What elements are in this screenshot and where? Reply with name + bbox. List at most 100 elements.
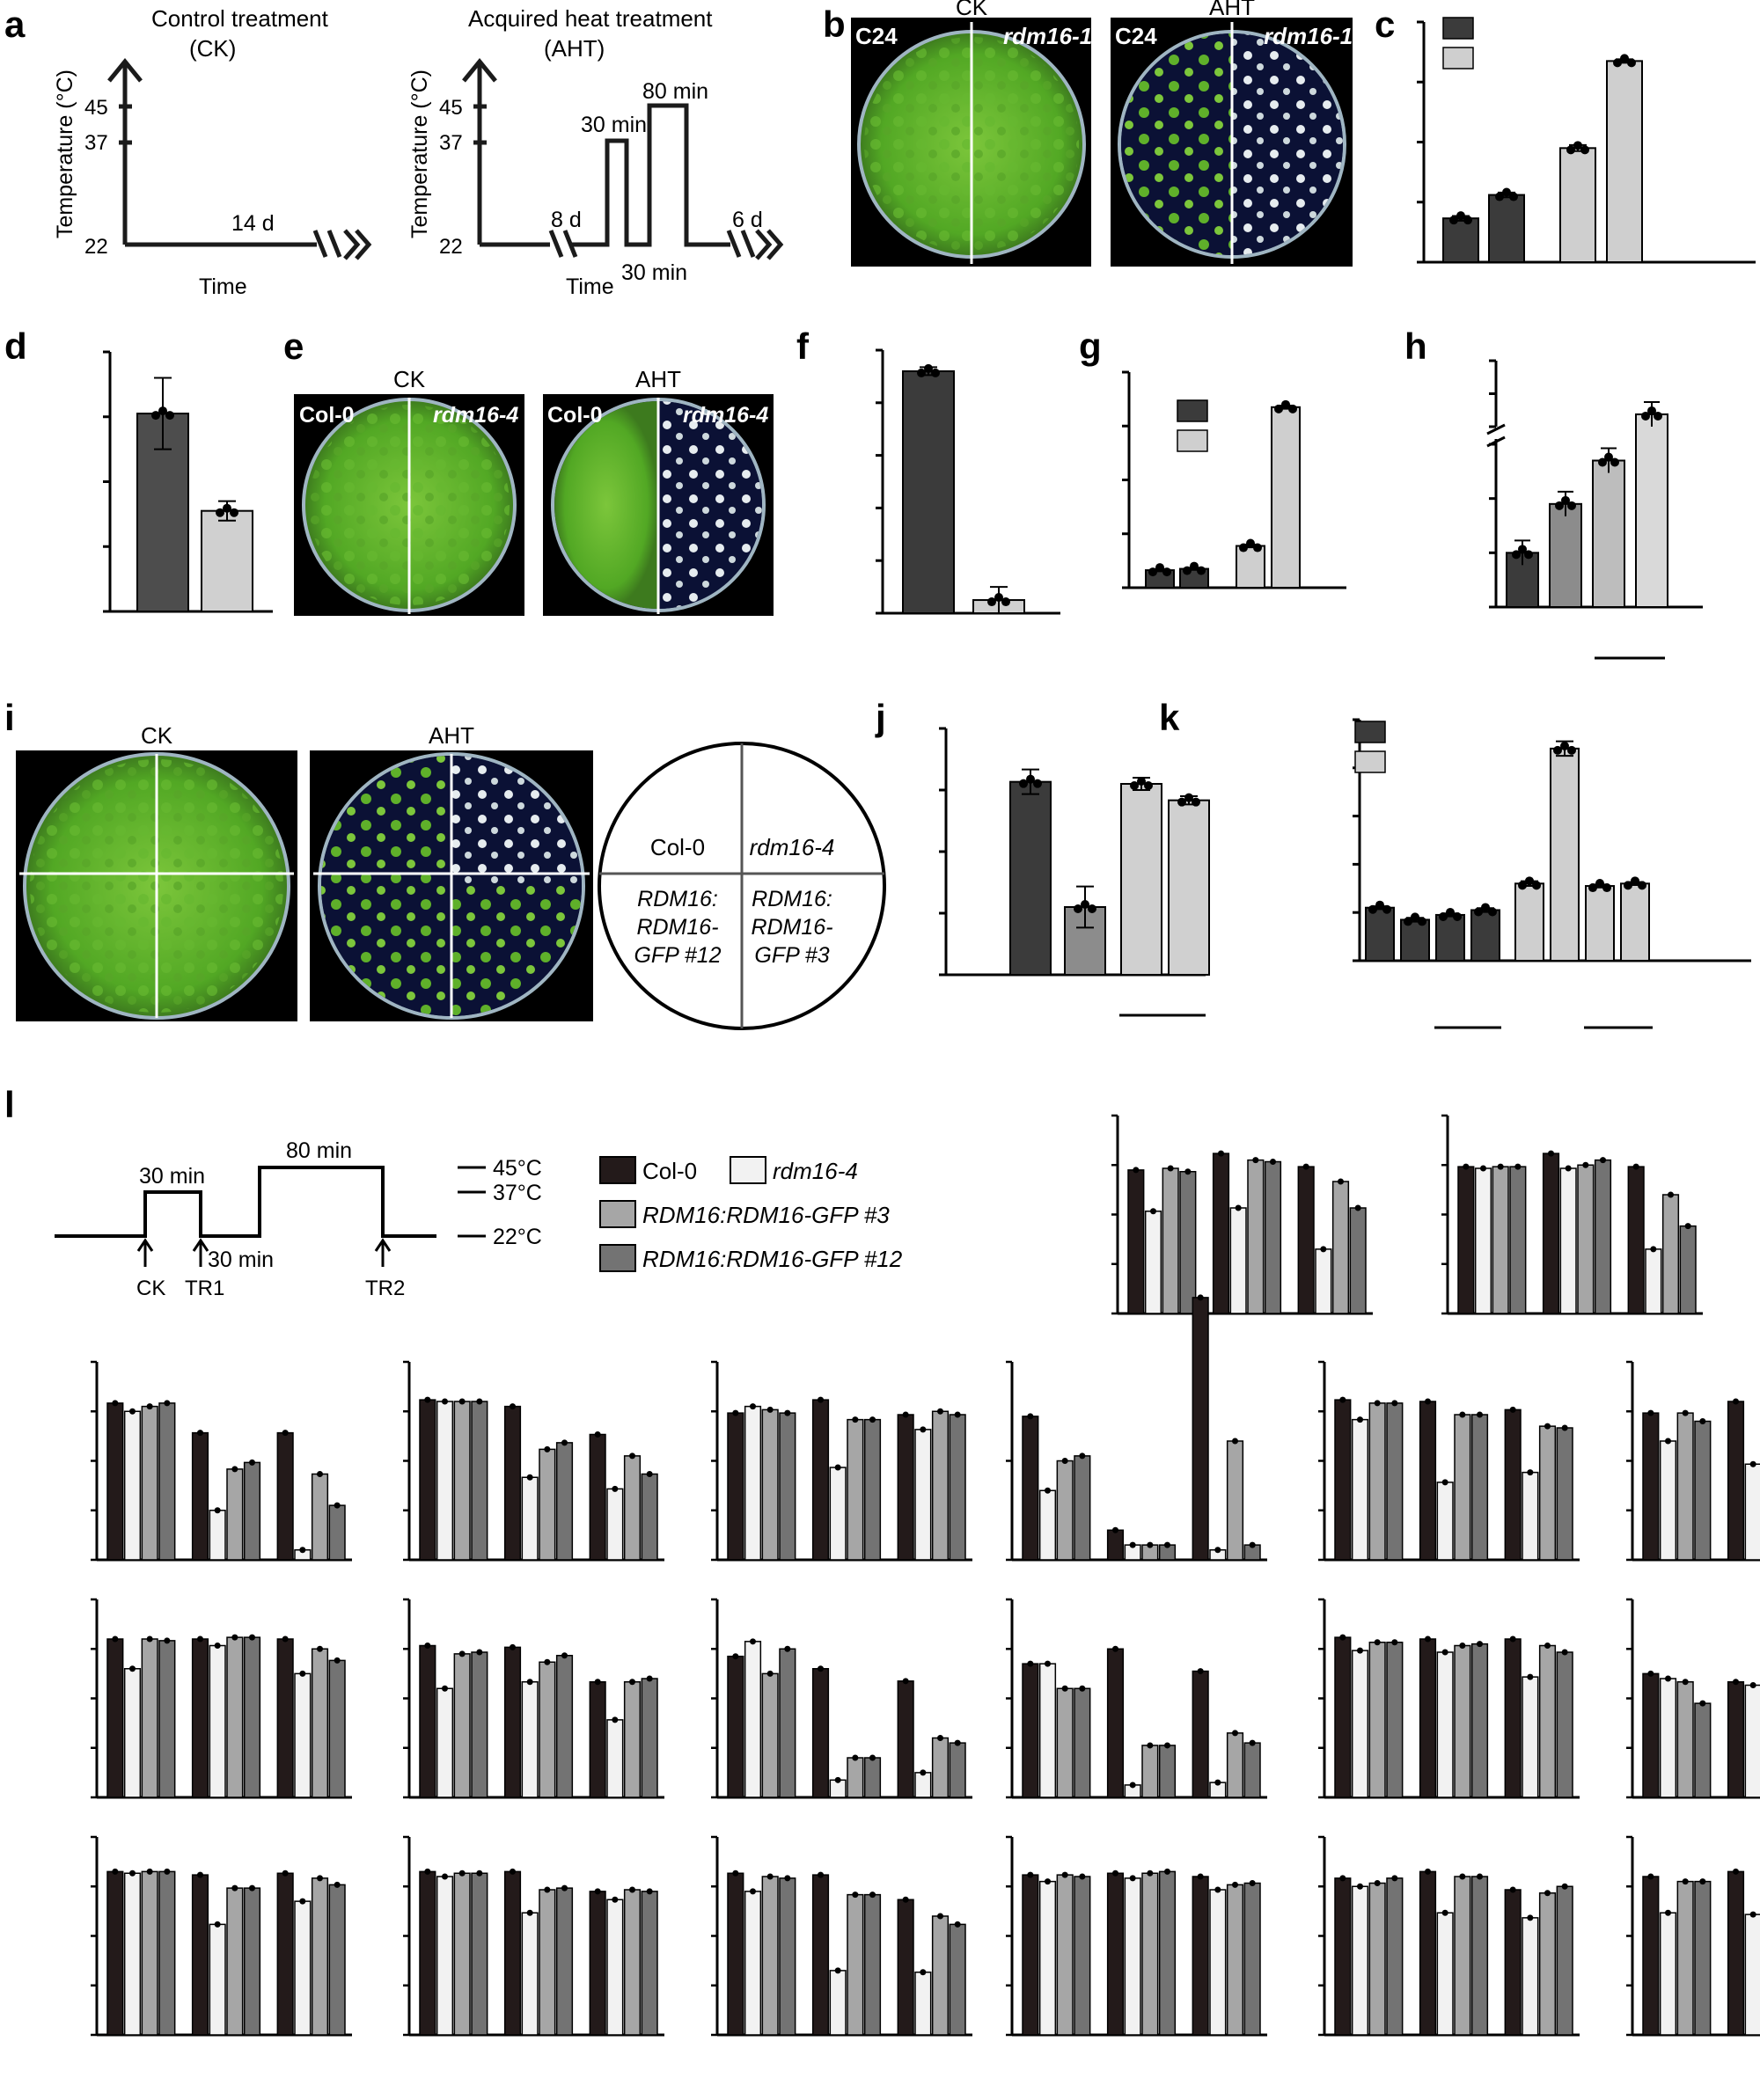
bar xyxy=(503,1405,522,1561)
scheme-37: 37°C xyxy=(493,1181,542,1205)
e-ck: CK xyxy=(393,366,426,392)
data-point xyxy=(510,1403,516,1410)
bar xyxy=(1642,1672,1660,1798)
bar xyxy=(1351,1650,1369,1798)
bar xyxy=(539,1448,556,1561)
bar xyxy=(931,1915,950,2036)
bar xyxy=(811,1668,830,1798)
bar xyxy=(1504,1889,1522,2036)
panel-label-j: j xyxy=(875,697,886,738)
data-point xyxy=(1391,1875,1398,1882)
bar xyxy=(158,1870,176,2036)
i-key-q3c: GFP #12 xyxy=(634,943,721,968)
bar xyxy=(1744,1913,1760,2036)
data-point xyxy=(1600,1157,1606,1164)
data-point xyxy=(561,1652,568,1659)
data-point xyxy=(1668,1191,1674,1198)
data-point xyxy=(1449,216,1458,225)
bar xyxy=(1457,1166,1475,1314)
i-key-q4b: RDM16- xyxy=(751,915,832,940)
e-aht: AHT xyxy=(635,366,681,392)
data-point xyxy=(1239,543,1248,552)
legend-swatch xyxy=(1177,429,1208,452)
data-point xyxy=(1555,501,1564,510)
data-point xyxy=(1459,1411,1466,1418)
bar xyxy=(1606,60,1643,263)
bar xyxy=(1549,502,1582,608)
data-point xyxy=(317,1471,323,1477)
data-point xyxy=(1477,1641,1483,1648)
data-point xyxy=(1112,1645,1118,1652)
gene-chart-hsfa3 xyxy=(1006,1294,1267,1562)
legend-swatch-12 xyxy=(599,1244,636,1272)
data-point xyxy=(920,1969,927,1976)
data-point xyxy=(1439,911,1448,921)
bar xyxy=(276,1638,294,1798)
ctrl-y37: 37 xyxy=(84,131,108,155)
chart-f xyxy=(876,348,1060,615)
bar xyxy=(1635,413,1668,608)
data-point xyxy=(1183,566,1192,575)
chart-h xyxy=(1486,359,1703,660)
bar xyxy=(191,1638,209,1798)
data-point xyxy=(424,1868,431,1875)
data-point xyxy=(732,1653,739,1660)
data-point xyxy=(1147,1870,1154,1877)
bar xyxy=(539,1661,556,1798)
bar xyxy=(641,1678,658,1798)
b-ck-right: rdm16-1 xyxy=(1003,23,1092,49)
data-point xyxy=(1561,1424,1568,1431)
data-point xyxy=(1654,411,1662,421)
ctrl-y45: 45 xyxy=(84,96,108,120)
ctrl-y22: 22 xyxy=(84,235,108,259)
data-point xyxy=(1699,1878,1706,1885)
bar xyxy=(328,1504,346,1561)
data-point xyxy=(1580,145,1589,155)
bar xyxy=(1642,1412,1660,1561)
data-point xyxy=(1588,883,1597,893)
legend-swatch-3 xyxy=(599,1200,636,1228)
data-point xyxy=(1027,1871,1034,1878)
bar xyxy=(761,1672,779,1798)
data-point xyxy=(1338,1178,1344,1185)
e-aht-right: rdm16-4 xyxy=(683,403,768,428)
panel-i-photo: CK AHT Col-0 rdm16-4 RDM16: RDM16- GFP #… xyxy=(16,722,886,1030)
data-point xyxy=(852,1754,859,1761)
chart-j xyxy=(939,727,1210,977)
i-key-q2: rdm16-4 xyxy=(750,834,835,860)
bar xyxy=(453,1653,471,1798)
data-point xyxy=(1411,912,1419,922)
data-point xyxy=(216,508,224,517)
data-point xyxy=(1164,1541,1170,1548)
bar xyxy=(1556,1427,1573,1561)
bar xyxy=(1504,1409,1522,1561)
data-point xyxy=(902,1411,909,1418)
gene-chart-hsfa1b xyxy=(1441,1114,1703,1315)
scheme-tr2: TR2 xyxy=(365,1277,405,1300)
bar xyxy=(1620,882,1650,962)
ctrl-xlabel: Time xyxy=(199,274,247,299)
gene-chart-hsfb2a xyxy=(403,1835,664,2037)
data-point xyxy=(1474,907,1483,917)
bar xyxy=(1331,1181,1350,1314)
bar xyxy=(1022,1874,1039,2036)
bar xyxy=(1192,1297,1209,1561)
chart-k xyxy=(1353,718,1751,962)
bar xyxy=(727,1655,744,1798)
bar xyxy=(1074,1876,1091,2036)
bar xyxy=(1144,1211,1162,1314)
data-point xyxy=(1148,567,1157,577)
data-point xyxy=(1582,1161,1589,1168)
bar xyxy=(949,1742,966,1798)
bar xyxy=(1168,799,1210,977)
data-point xyxy=(1560,741,1569,750)
data-point xyxy=(282,1870,289,1877)
bar xyxy=(863,1893,882,2036)
data-point xyxy=(129,1665,136,1672)
bar xyxy=(1436,1651,1454,1798)
data-point xyxy=(165,411,174,421)
data-point xyxy=(1339,1634,1346,1641)
bar xyxy=(1470,1643,1489,1798)
bar xyxy=(1038,1489,1057,1561)
data-point xyxy=(1354,1204,1361,1211)
